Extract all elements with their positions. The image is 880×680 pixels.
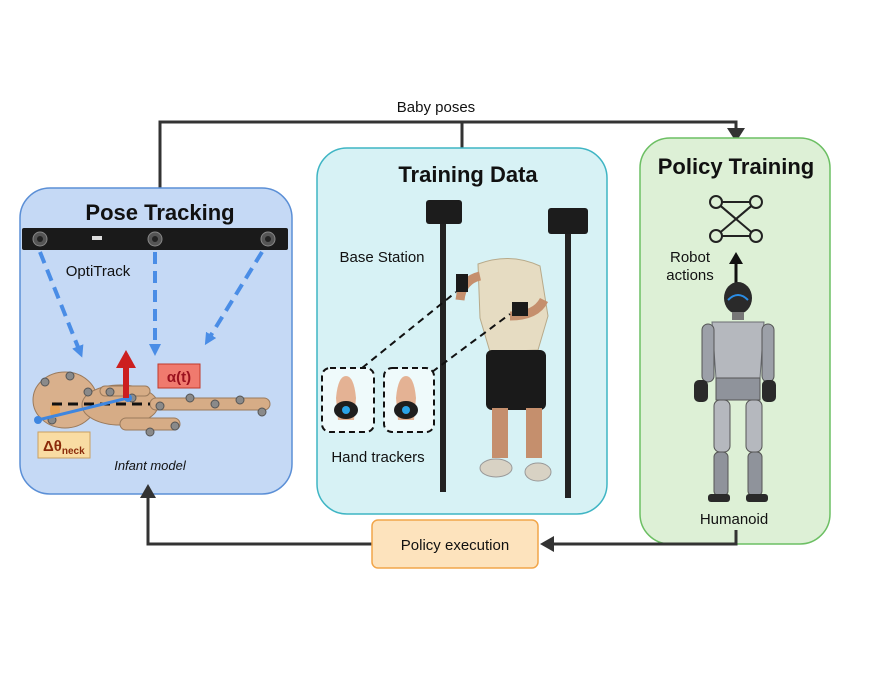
- robot-actions-label-line2: actions: [666, 267, 714, 284]
- base-station-left-icon: [426, 200, 462, 492]
- infant-model-icon: [32, 371, 271, 437]
- neural-network-icon: [709, 195, 763, 243]
- alpha-label: α(t): [167, 369, 191, 386]
- arrow-head-icon: [727, 128, 745, 142]
- arrow-head-icon: [540, 536, 554, 552]
- neck-angle-label: Δθneck: [43, 438, 85, 457]
- policy-execution-label: Policy execution: [401, 537, 509, 554]
- humanoid-label: Humanoid: [700, 511, 768, 528]
- hand-tracker-right-inset: [383, 367, 435, 433]
- hand-tracker-left-inset: [321, 367, 375, 433]
- policy-execution-flow: [140, 484, 738, 552]
- infant-model-label: Infant model: [114, 458, 187, 473]
- alpha-arrow-icon: [116, 350, 136, 398]
- robot-actions-label-line1: Robot: [670, 249, 711, 266]
- person-figure-icon: [455, 257, 552, 482]
- baby-poses-flow: [158, 120, 745, 188]
- base-station-right-icon: [548, 208, 588, 498]
- training-data-title: Training Data: [398, 162, 538, 187]
- policy-training-title: Policy Training: [658, 154, 814, 179]
- hand-trackers-label: Hand trackers: [331, 449, 424, 466]
- base-station-label: Base Station: [339, 249, 424, 266]
- humanoid-robot-icon: [694, 282, 776, 502]
- pose-tracking-title: Pose Tracking: [85, 200, 234, 225]
- alpha-box: [157, 363, 201, 389]
- optitrack-camera-bar-icon: [22, 228, 288, 250]
- tracker-callout-lines: [361, 291, 511, 373]
- baby-poses-label: Baby poses: [397, 99, 475, 116]
- arrow-head-icon: [140, 484, 156, 498]
- policy-execution-box: [371, 519, 539, 569]
- camera-rays: [38, 250, 264, 358]
- neck-angle-box: [37, 431, 91, 459]
- optitrack-label: OptiTrack: [66, 263, 131, 280]
